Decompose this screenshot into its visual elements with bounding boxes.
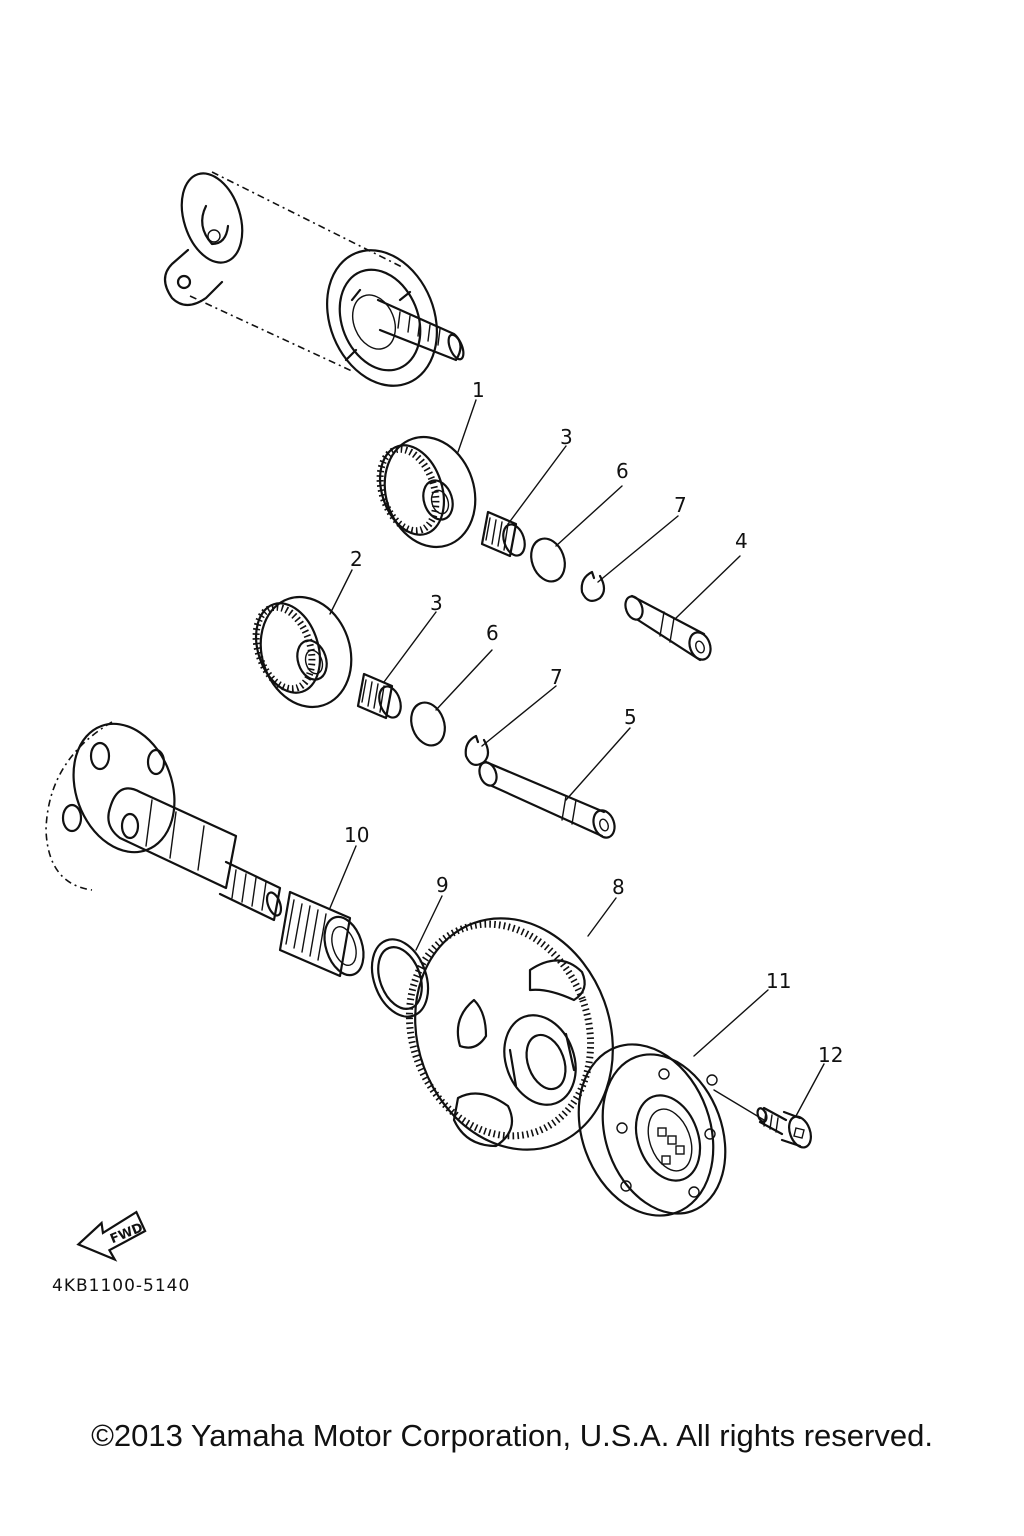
- part-1-gear-illustration: [376, 435, 477, 549]
- part-4-shaft-illustration: [624, 594, 712, 662]
- starter-motor-illustration: [163, 171, 465, 387]
- callout-part-11: 11: [766, 969, 791, 993]
- callout-part-6-upper: 6: [616, 459, 629, 483]
- part-12-bolt-illustration: [756, 1106, 812, 1149]
- part-7-circlip-upper: [580, 570, 606, 602]
- part-2-gear-illustration: [252, 595, 353, 709]
- callout-part-10: 10: [344, 823, 369, 847]
- callout-part-3-lower: 3: [430, 591, 443, 615]
- callout-part-5: 5: [624, 705, 637, 729]
- callout-part-7-upper: 7: [674, 493, 687, 517]
- part-5-shaft-illustration: [478, 760, 616, 839]
- part-10-bearing-illustration: [278, 890, 365, 978]
- part-9-washer-illustration: [370, 938, 430, 1018]
- part-8-wheel-gear-illustration: [405, 917, 614, 1151]
- callout-part-8: 8: [612, 875, 625, 899]
- part-3-bearing-lower: [356, 672, 402, 720]
- part-7-circlip-lower: [464, 734, 490, 766]
- forward-direction-arrow: FWD: [76, 1210, 147, 1262]
- callout-part-9: 9: [436, 873, 449, 897]
- part-6-washer-lower: [410, 701, 446, 747]
- crankshaft-illustration: [45, 721, 283, 922]
- callout-part-3-upper: 3: [560, 425, 573, 449]
- callout-part-7-lower: 7: [550, 665, 563, 689]
- part-3-bearing-upper: [480, 510, 526, 558]
- callout-part-12: 12: [818, 1043, 843, 1067]
- part-11-clutch-illustration: [577, 1043, 727, 1217]
- copyright-notice: ©2013 Yamaha Motor Corporation, U.S.A. A…: [91, 1418, 933, 1453]
- callout-part-6-lower: 6: [486, 621, 499, 645]
- callout-part-4: 4: [735, 529, 748, 553]
- leader-lines: [329, 399, 825, 1121]
- part-6-washer-upper: [530, 537, 566, 583]
- diagram-code: 4KB1100-5140: [52, 1276, 190, 1296]
- callout-part-2: 2: [350, 547, 363, 571]
- callout-part-1: 1: [472, 378, 485, 402]
